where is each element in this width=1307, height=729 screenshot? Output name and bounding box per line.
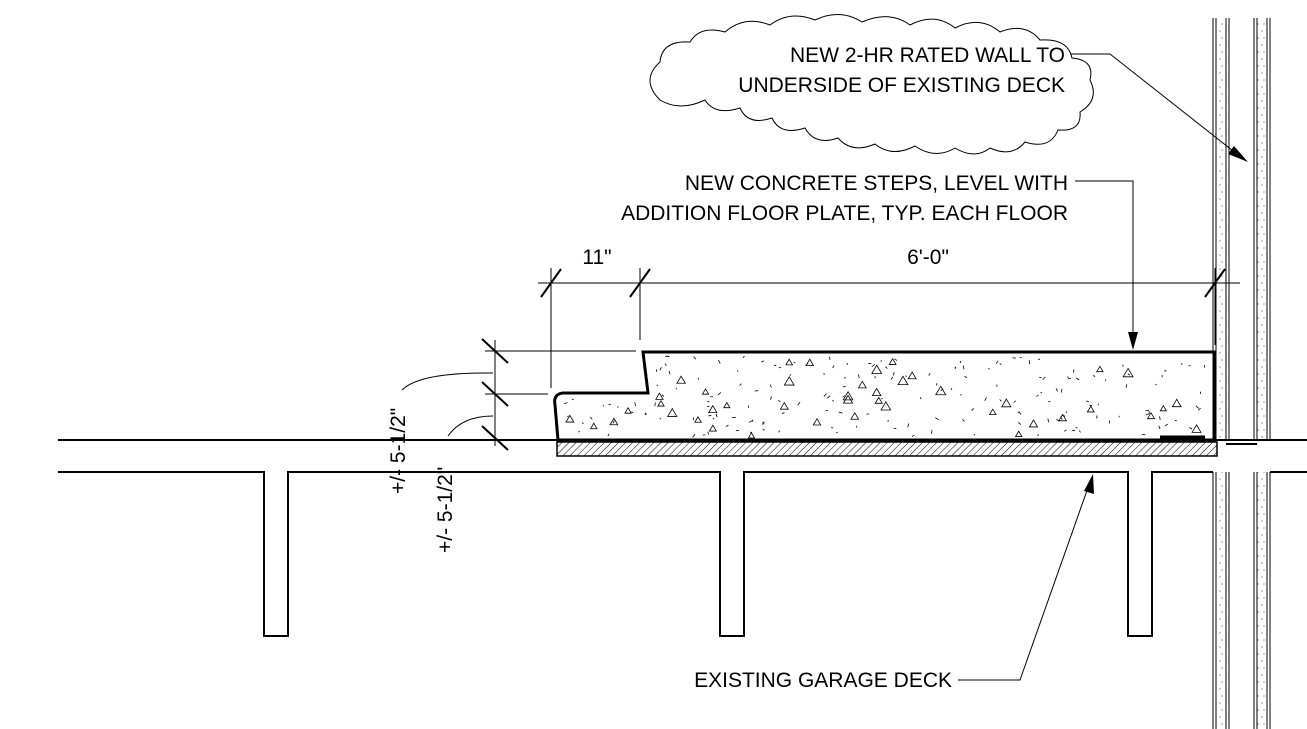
vertical-dimensions: +/- 5-1/2" +/- 5-1/2": [387, 338, 636, 553]
step-outline: [553, 350, 1217, 442]
dim-riser-lower: +/- 5-1/2": [434, 467, 457, 553]
horizontal-dimensions: 11" 6'-0": [538, 246, 1240, 388]
garage-deck-note: EXISTING GARAGE DECK: [694, 669, 952, 692]
revision-cloud: [649, 14, 1094, 155]
step-base-layer: [556, 441, 1218, 457]
new-concrete-steps: [553, 350, 1218, 457]
steps-note-line2: ADDITION FLOOR PLATE, TYP. EACH FLOOR: [621, 202, 1068, 225]
wall-note-line2: UNDERSIDE OF EXISTING DECK: [738, 74, 1065, 97]
dim-tread-depth: 11": [582, 246, 611, 269]
dim-riser-upper: +/- 5-1/2": [387, 408, 410, 494]
dim-landing-length: 6'-0": [907, 246, 949, 269]
steps-note-line1: NEW CONCRETE STEPS, LEVEL WITH: [685, 172, 1068, 195]
deck-bottom-and-beams: [58, 471, 1307, 637]
new-2hr-rated-wall: [1212, 18, 1271, 729]
wall-note-callout: NEW 2-HR RATED WALL TO UNDERSIDE OF EXIS…: [649, 14, 1248, 162]
wall-note-line1: NEW 2-HR RATED WALL TO: [790, 44, 1065, 67]
existing-garage-deck: [58, 439, 1307, 637]
steps-note-callout: NEW CONCRETE STEPS, LEVEL WITH ADDITION …: [621, 172, 1138, 350]
garage-deck-note-callout: EXISTING GARAGE DECK: [694, 474, 1094, 692]
concrete-aggregate-texture: [564, 355, 1206, 439]
